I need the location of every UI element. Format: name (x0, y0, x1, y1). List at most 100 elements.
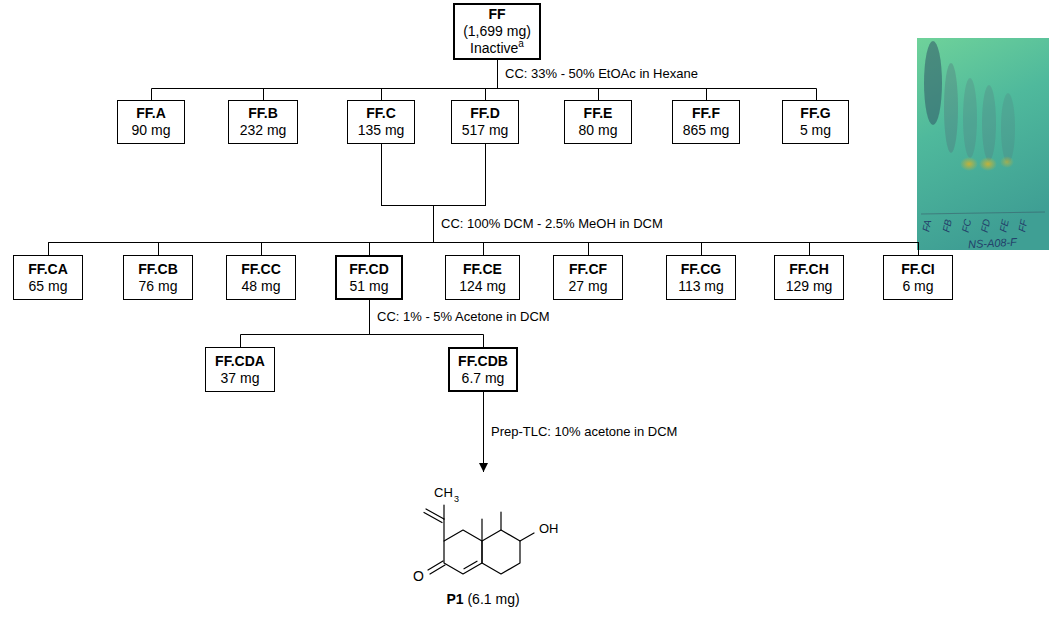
text-line: FF.F (683, 105, 730, 122)
fraction-name: FF.E (584, 105, 613, 121)
fraction-mass: 6 mg (902, 278, 933, 294)
text-line: FF.A (132, 105, 171, 122)
text-line: 37 mg (215, 370, 265, 387)
node-content: P1(6.1 mg) (446, 591, 519, 608)
text-line: FF.G (800, 105, 831, 122)
node-content: FF.CD51 mg (349, 261, 389, 295)
fraction-name: FF.D (470, 105, 500, 121)
separation-connector (498, 60, 707, 100)
node-content: FF.CDA37 mg (215, 353, 265, 387)
separation-connector (49, 144, 486, 255)
tlc-streak (1001, 93, 1015, 163)
fraction-box: FF.A90 mg (117, 100, 185, 144)
separation-connector (262, 144, 486, 255)
fraction-name: FF.CI (901, 261, 934, 277)
fraction-box: FF.CD51 mg (335, 255, 403, 300)
method-label: CC: 100% DCM - 2.5% MeOH in DCM (439, 216, 665, 232)
structure-bonds (424, 505, 534, 574)
fraction-name: FF.G (800, 105, 830, 121)
fraction-name: FF.A (136, 105, 166, 121)
text-line: FF (463, 6, 531, 23)
method-label: Prep-TLC: 10% acetone in DCM (489, 424, 679, 440)
fraction-name: FF.B (248, 105, 278, 121)
text-line: FF.CDA (215, 353, 265, 370)
separation-connector (382, 144, 484, 255)
separation-connector (264, 60, 498, 100)
node-content: FF.CC48 mg (241, 261, 281, 295)
fraction-mass: 76 mg (139, 278, 178, 294)
separation-connector (434, 144, 702, 255)
node-content: FF.CDB6.7 mg (458, 353, 508, 387)
fraction-name: P1 (446, 591, 463, 607)
node-content: FF.B232 mg (240, 105, 287, 139)
separation-connector (434, 144, 486, 255)
fraction-mass: (1,699 mg) (463, 23, 531, 39)
fraction-mass: 51 mg (350, 278, 389, 294)
fraction-name: FF.CG (681, 261, 721, 277)
text-line: 865 mg (683, 122, 730, 139)
separation-connector (382, 144, 702, 255)
tlc-plate (917, 38, 1049, 250)
text-line: 517 mg (462, 122, 509, 139)
fraction-box: FF.E80 mg (564, 100, 632, 144)
text-line: 6.7 mg (458, 370, 508, 387)
separation-connector (483, 392, 484, 472)
text-line: FF.B (240, 105, 287, 122)
fraction-mass: 865 mg (683, 122, 730, 138)
fraction-mass: 65 mg (29, 278, 68, 294)
fraction-name: FF.CD (349, 261, 389, 277)
tlc-streak (963, 78, 977, 158)
fraction-name: FF.CDB (458, 353, 508, 369)
separation-connector (382, 144, 810, 255)
product-node: P1(6.1 mg) (388, 472, 578, 614)
node-content: FF.CE124 mg (459, 261, 506, 295)
node-content: FF(1,699 mg)Inactivea (463, 6, 531, 57)
separation-connector (49, 144, 434, 255)
node-content: FF.CI6 mg (901, 261, 934, 295)
fraction-box: FF.B232 mg (228, 100, 298, 144)
fraction-name: FF (488, 6, 505, 22)
fraction-box: FF.CDB6.7 mg (448, 347, 518, 392)
method-label: CC: 33% - 50% EtOAc in Hexane (503, 66, 700, 82)
separation-connector (159, 144, 434, 255)
structure-atom-label: CH (434, 486, 453, 501)
separation-connector (152, 60, 498, 100)
tlc-spot (979, 157, 997, 171)
fraction-name: FF.CH (789, 261, 829, 277)
tlc-baseline (921, 212, 1045, 214)
text-line: 76 mg (138, 278, 178, 295)
text-line: FF.CI (901, 261, 934, 278)
text-line: FF.CF (569, 261, 608, 278)
node-content: FF.F865 mg (683, 105, 730, 139)
text-line: 5 mg (800, 122, 831, 139)
text-line: FF.CA (28, 261, 68, 278)
tlc-streak (944, 63, 958, 153)
fraction-name: FF.CE (463, 261, 502, 277)
text-line: FF.CC (241, 261, 281, 278)
fraction-name: FF.F (692, 105, 720, 121)
text-line: 124 mg (459, 278, 506, 295)
fraction-name: FF.CDA (215, 353, 265, 369)
fraction-box: FF.CDA37 mg (205, 347, 275, 392)
tlc-streak (982, 85, 996, 161)
tlc-handwriting: NS-A08-F (968, 236, 1018, 251)
separation-connector (382, 144, 919, 255)
fraction-box: FF.CA65 mg (13, 255, 83, 300)
fraction-mass: 6.7 mg (462, 370, 505, 386)
fraction-mass: 113 mg (678, 278, 724, 294)
node-content: FF.A90 mg (132, 105, 171, 139)
fraction-mass: 135 mg (358, 122, 405, 138)
text-line: FF.D (462, 105, 509, 122)
fraction-name: FF.C (366, 105, 396, 121)
fraction-mass: 517 mg (462, 122, 509, 138)
fraction-box: FF.C135 mg (347, 100, 415, 144)
separation-connector (370, 144, 434, 255)
structure-atom-label: 3 (454, 494, 459, 504)
fraction-mass: 27 mg (569, 278, 608, 294)
fraction-box: FF.G5 mg (782, 100, 849, 144)
fraction-box: FF.CB76 mg (123, 255, 193, 300)
text-line: 90 mg (132, 122, 171, 139)
fraction-mass: Inactive (470, 40, 518, 56)
text-line: Inactivea (463, 40, 531, 57)
